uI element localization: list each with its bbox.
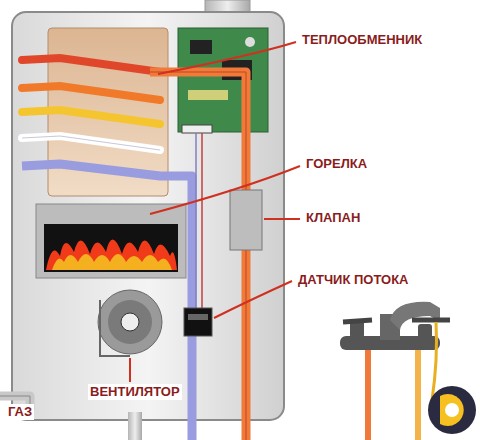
part-label: ТЕПЛООБМЕННИК [300, 32, 424, 48]
part-label: ДАТЧИК ПОТОКА [296, 272, 410, 288]
part-label: ГОРЕЛКА [304, 156, 369, 172]
part-label: КЛАПАН [304, 210, 362, 226]
part-label: ВЕНТИЛЯТОР [88, 384, 182, 400]
part-label: ГАЗ [6, 404, 34, 420]
